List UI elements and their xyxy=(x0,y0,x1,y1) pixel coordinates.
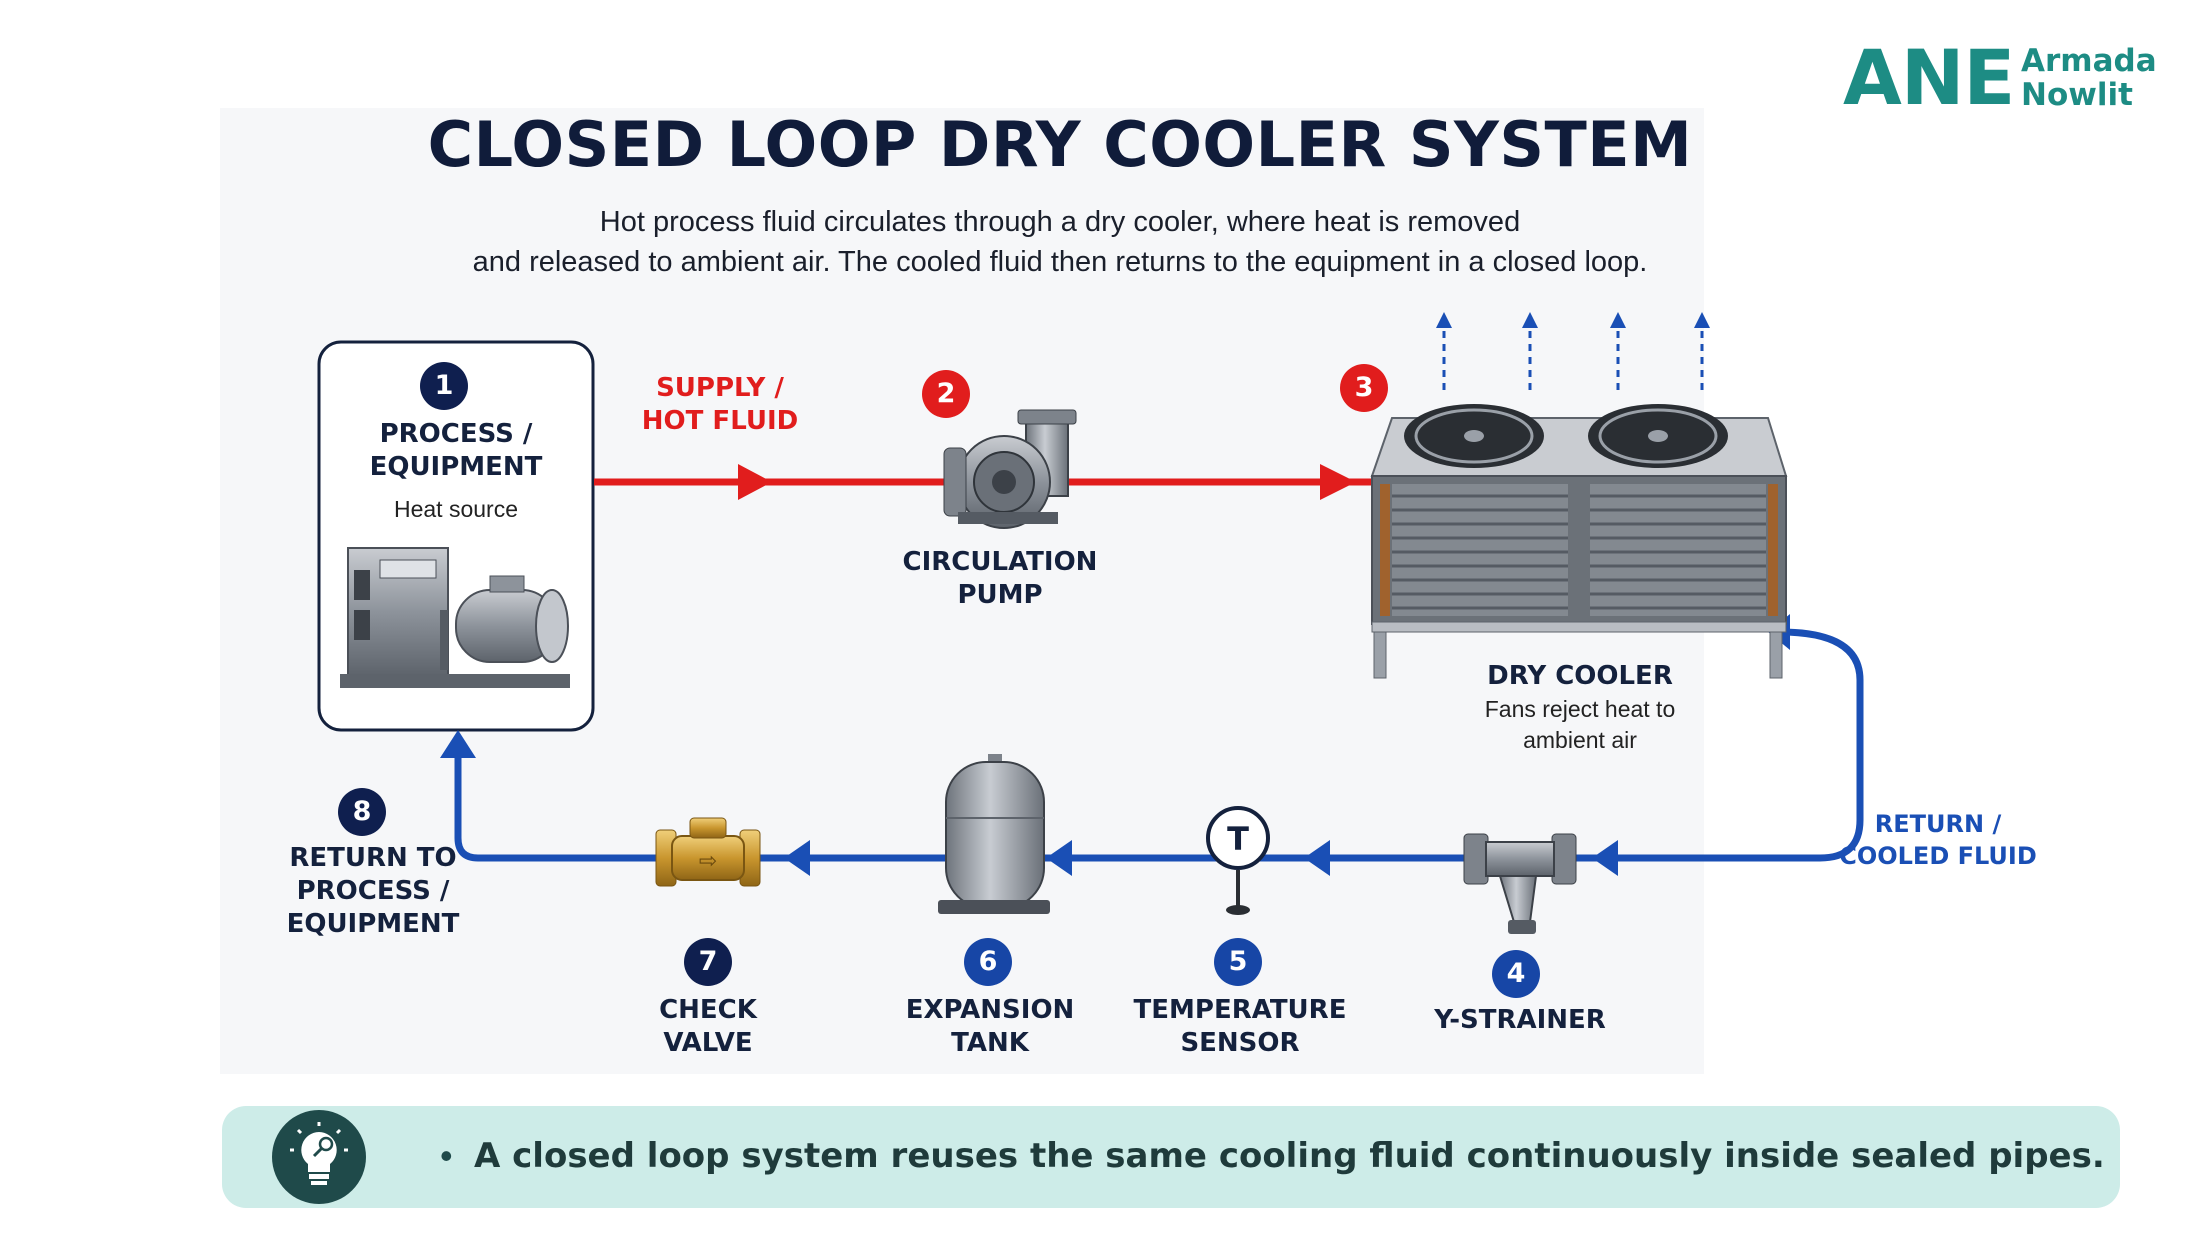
process-equipment-desc: Heat source xyxy=(393,496,518,522)
step-badge-7: 7 xyxy=(684,938,732,986)
step-badge-1: 1 xyxy=(420,362,468,410)
step-badge-6: 6 xyxy=(964,938,1012,986)
subtitle-line2: and released to ambient air. The cooled … xyxy=(472,246,1648,278)
expansion-tank-label-line1: EXPANSION xyxy=(905,995,1075,1025)
check-valve-label: CHECK VALVE xyxy=(618,994,798,1060)
pump-icon xyxy=(943,409,1077,529)
step-badge-4: 4 xyxy=(1492,950,1540,998)
supply-flow-label-line2: HOT FLUID xyxy=(641,406,799,436)
step-badge-8: 8 xyxy=(338,788,386,836)
return-to-process-label-line1: RETURN TO xyxy=(289,843,457,873)
temperature-sensor-glyph: T xyxy=(1227,820,1249,858)
dry-cooler-label: DRY COOLER xyxy=(1487,661,1673,691)
step-badge-5: 5 xyxy=(1214,938,1262,986)
brand-mark: ANE xyxy=(1843,33,2015,122)
tip-text: A closed loop system reuses the same coo… xyxy=(474,1136,2105,1176)
expansion-tank-label: EXPANSION TANK xyxy=(880,994,1100,1060)
return-flow-label: RETURN / COOLED FLUID xyxy=(1838,808,2038,872)
temperature-sensor-label-line1: TEMPERATURE xyxy=(1133,995,1347,1025)
dry-cooler-desc-line2: ambient air xyxy=(1523,727,1637,753)
page-subtitle: Hot process fluid circulates through a d… xyxy=(300,202,1820,282)
expansion-tank-icon xyxy=(938,754,1050,914)
machine-icon xyxy=(340,547,570,688)
expansion-tank-label-line2: TANK xyxy=(951,1028,1029,1058)
svg-text:⇨: ⇨ xyxy=(699,849,717,874)
page-title: CLOSED LOOP DRY COOLER SYSTEM xyxy=(427,108,1693,181)
step-badge-2: 2 xyxy=(922,370,970,418)
brand-name: Armada Nowlit xyxy=(2021,44,2157,112)
check-valve-label-line1: CHECK xyxy=(659,995,757,1025)
tip-bullet: • xyxy=(440,1135,453,1176)
dry-cooler-desc: Fans reject heat to ambient air xyxy=(1430,694,1730,756)
return-flow-label-line1: RETURN / xyxy=(1874,810,2002,838)
tip-banner: • A closed loop system reuses the same c… xyxy=(222,1106,2120,1208)
lightbulb-icon xyxy=(272,1110,366,1204)
return-to-process-label-line2: PROCESS / xyxy=(296,876,450,906)
dry-cooler-icon xyxy=(1370,404,1788,679)
process-equipment-label-line2: EQUIPMENT xyxy=(369,452,543,482)
step-badge-3: 3 xyxy=(1340,364,1388,412)
return-to-process-label-line3: EQUIPMENT xyxy=(286,909,460,939)
temperature-sensor-label: TEMPERATURE SENSOR xyxy=(1130,994,1350,1060)
supply-flow-label: SUPPLY / HOT FLUID xyxy=(610,372,830,438)
y-strainer-label: Y-STRAINER xyxy=(1434,1005,1606,1035)
supply-flow-label-line1: SUPPLY / xyxy=(656,373,784,403)
circulation-pump-label: CIRCULATION PUMP xyxy=(880,546,1120,612)
return-pipe xyxy=(440,614,1864,876)
check-valve-icon: ⇨ xyxy=(655,817,761,887)
temperature-sensor-icon: T xyxy=(1206,806,1270,915)
dry-cooler-desc-line1: Fans reject heat to xyxy=(1484,696,1676,722)
circulation-pump-label-line1: CIRCULATION xyxy=(902,547,1098,577)
brand-name-line1: Armada xyxy=(2021,43,2157,79)
process-equipment-label-line1: PROCESS / xyxy=(379,419,533,449)
check-valve-label-line2: VALVE xyxy=(663,1028,753,1058)
return-flow-label-line2: COOLED FLUID xyxy=(1839,842,2037,870)
y-strainer-icon xyxy=(1463,833,1577,934)
subtitle-line1: Hot process fluid circulates through a d… xyxy=(599,206,1521,238)
process-equipment-label: PROCESS / EQUIPMENT xyxy=(330,418,582,484)
return-to-process-label: RETURN TO PROCESS / EQUIPMENT xyxy=(268,842,478,941)
brand-name-line2: Nowlit xyxy=(2021,77,2133,113)
heat-exhaust-arrows xyxy=(1436,312,1710,390)
circulation-pump-label-line2: PUMP xyxy=(957,580,1043,610)
temperature-sensor-label-line2: SENSOR xyxy=(1180,1028,1300,1058)
